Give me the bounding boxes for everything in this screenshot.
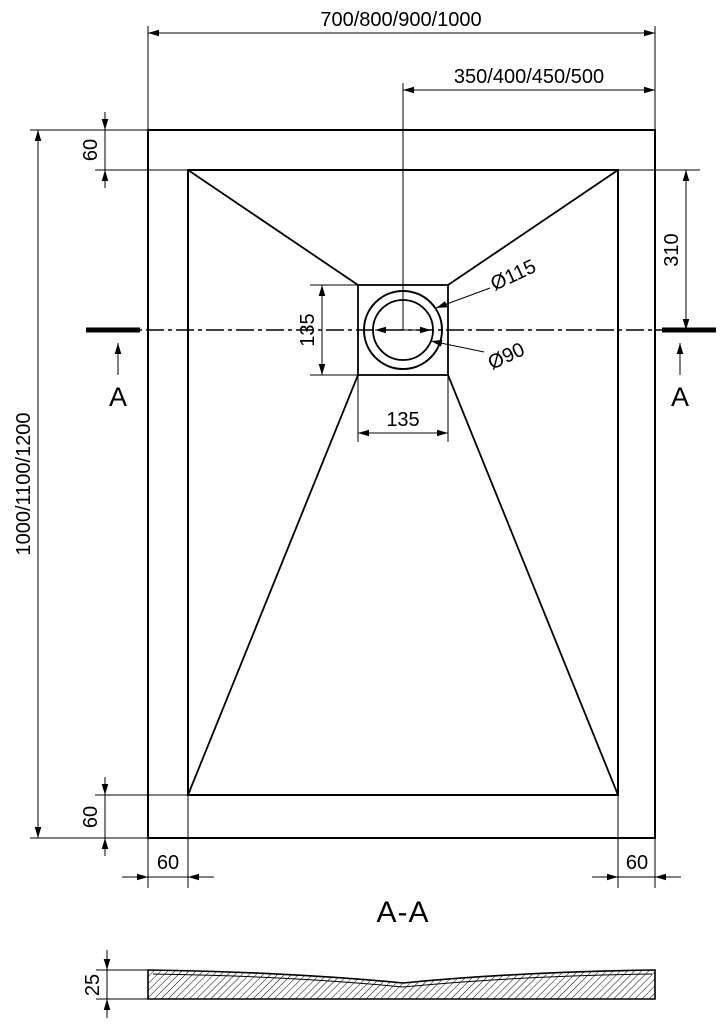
section-title: A-A — [376, 896, 429, 929]
dim-bottom-edge: 60 — [80, 777, 188, 856]
dim-drain-to-top-edge-label: 310 — [661, 233, 683, 266]
dim-overall-width-label: 700/800/900/1000 — [320, 9, 481, 31]
section-inner-surface-line — [152, 973, 653, 988]
dim-drain-inner-diameter-label: Ø90 — [485, 339, 529, 375]
dim-overall-length-label: 1000/1100/1200 — [13, 412, 35, 555]
section-view: 25 — [82, 950, 656, 1018]
dim-thickness: 25 — [82, 950, 148, 1018]
dim-drain-offset: 350/400/450/500 — [402, 66, 655, 330]
dim-bottom-left-edge-label: 60 — [157, 852, 179, 874]
dim-top-edge: 60 — [80, 112, 188, 188]
dim-drain-square-width-label: 135 — [386, 409, 419, 431]
slope-fold-lines — [187, 169, 619, 796]
section-marker-left-label: A — [109, 382, 127, 412]
dim-drain-offset-label: 350/400/450/500 — [454, 66, 604, 88]
dim-bottom-right-edge: 60 — [592, 795, 681, 888]
dim-overall-length: 1000/1100/1200 — [13, 129, 148, 839]
dim-drain-square-height: 135 — [297, 284, 358, 376]
dim-overall-width: 700/800/900/1000 — [147, 9, 656, 130]
section-cut-line: A A — [86, 327, 716, 412]
tray-outer-edge — [147, 129, 656, 839]
dim-drain-square-height-label: 135 — [297, 313, 319, 346]
dim-drain-outer-diameter-label: Ø115 — [487, 256, 539, 296]
dim-bottom-edge-label: 60 — [80, 806, 102, 828]
dim-thickness-label: 25 — [82, 974, 104, 996]
dim-top-edge-label: 60 — [80, 139, 102, 161]
section-marker-right-label: A — [671, 382, 689, 412]
dim-bottom-left-edge: 60 — [122, 795, 214, 888]
section-profile — [147, 969, 656, 1000]
dim-drain-square-width: 135 — [357, 375, 449, 442]
dim-bottom-right-edge-label: 60 — [626, 852, 648, 874]
dim-drain-to-top-edge: 310 — [618, 169, 700, 330]
tray-plan-view — [147, 129, 656, 839]
